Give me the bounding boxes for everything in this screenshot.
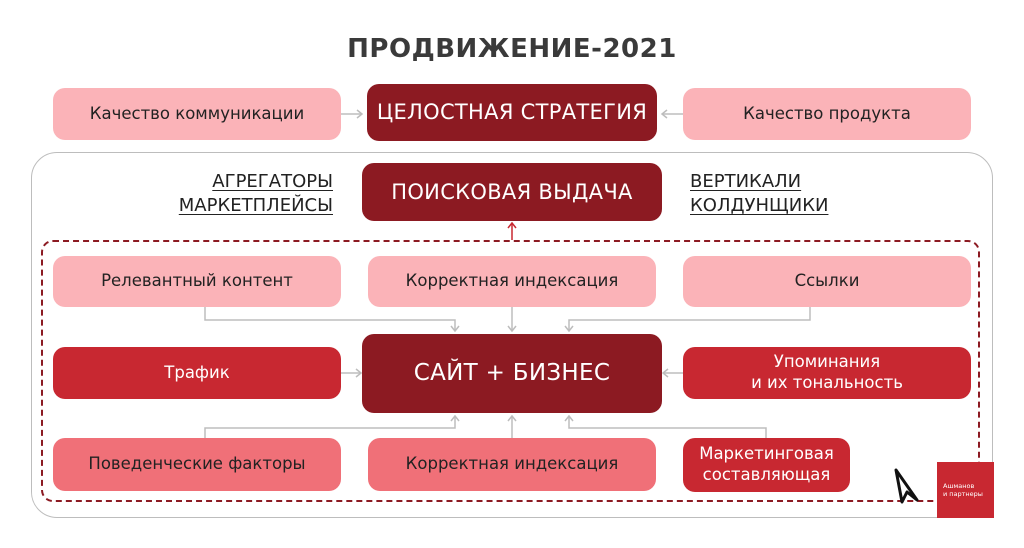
marketplaces-text: МАРКЕТПЛЕЙСЫ — [178, 195, 333, 216]
links-box: Ссылки — [683, 256, 971, 307]
company-logo: Ашманов и партнеры — [937, 462, 994, 518]
traffic-box: Трафик — [53, 347, 341, 399]
cursor-logo-icon — [894, 468, 919, 504]
logo-line-1: Ашманов — [943, 482, 975, 490]
search-results-box: ПОИСКОВАЯ ВЫДАЧА — [362, 163, 662, 221]
correct-indexing-box-bottom: Корректная индексация — [368, 438, 656, 491]
mentions-sentiment-box: Упоминания и их тональность — [683, 347, 971, 399]
outer-frame — [31, 152, 993, 518]
site-business-box: САЙТ + БИЗНЕС — [362, 334, 662, 413]
aggregators-label: АГРЕГАТОРЫ МАРКЕТПЛЕЙСЫ — [140, 170, 333, 218]
wizards-text: КОЛДУНЩИКИ — [690, 195, 829, 216]
relevant-content-box: Релевантный контент — [53, 256, 341, 307]
holistic-strategy-box: ЦЕЛОСТНАЯ СТРАТЕГИЯ — [367, 84, 657, 141]
product-quality-box: Качество продукта — [683, 88, 971, 140]
diagram-title: ПРОДВИЖЕНИЕ-2021 — [347, 34, 677, 64]
correct-indexing-box-top: Корректная индексация — [368, 256, 656, 307]
marketing-component-box: Маркетинговая составляющая — [683, 438, 850, 492]
communication-quality-box: Качество коммуникации — [53, 88, 341, 140]
site-scope-dashed-frame — [41, 240, 980, 502]
verticals-label: ВЕРТИКАЛИ КОЛДУНЩИКИ — [690, 170, 890, 218]
aggregators-text: АГРЕГАТОРЫ — [212, 171, 333, 192]
verticals-text: ВЕРТИКАЛИ — [690, 171, 802, 192]
logo-line-2: и партнеры — [943, 490, 983, 498]
behavioral-factors-box: Поведенческие факторы — [53, 438, 341, 491]
